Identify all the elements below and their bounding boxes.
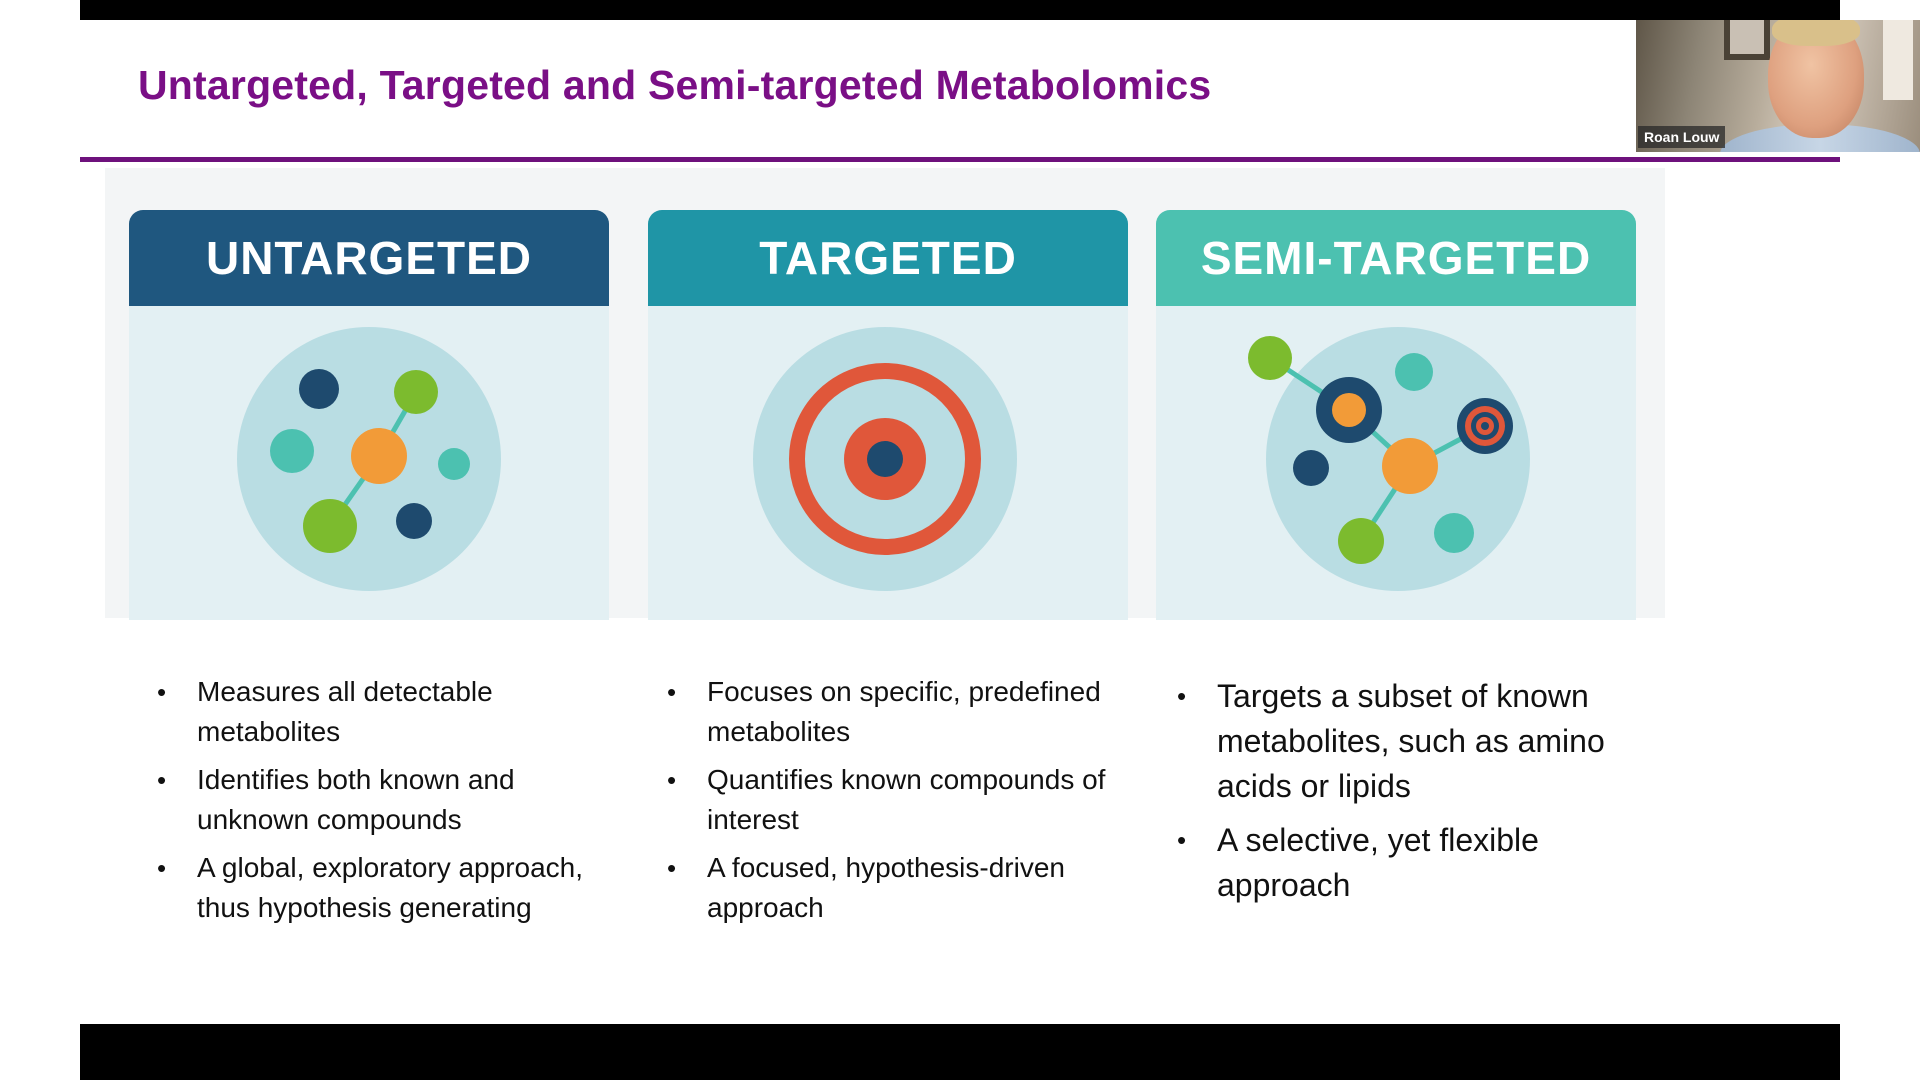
list-item: Measures all detectable metabolites bbox=[155, 672, 595, 752]
participant-name-label: Roan Louw bbox=[1638, 126, 1726, 148]
semi-targeted-bullet-list: Targets a subset of known metabolites, s… bbox=[1175, 674, 1635, 917]
targeted-card: TARGETED bbox=[648, 210, 1128, 620]
semi-targeted-card: SEMI-TARGETED bbox=[1156, 210, 1636, 620]
list-item: Identifies both known and unknown compou… bbox=[155, 760, 595, 840]
untargeted-card: UNTARGETED bbox=[129, 210, 609, 620]
bullseye-target-icon bbox=[753, 327, 1017, 591]
participant-hair bbox=[1772, 20, 1860, 46]
targeted-card-header: TARGETED bbox=[648, 210, 1128, 306]
semi-targeted-card-header: SEMI-TARGETED bbox=[1156, 210, 1636, 306]
targeted-card-illustration bbox=[648, 306, 1128, 620]
background-picture-frame bbox=[1883, 20, 1913, 100]
background-picture-frame bbox=[1724, 20, 1770, 60]
video-bottom-letterbox bbox=[80, 1024, 1840, 1080]
list-item: A focused, hypothesis-driven approach bbox=[665, 848, 1125, 928]
list-item: A global, exploratory approach, thus hyp… bbox=[155, 848, 595, 928]
list-item: A selective, yet flexible approach bbox=[1175, 818, 1635, 908]
untargeted-card-header: UNTARGETED bbox=[129, 210, 609, 306]
list-item: Focuses on specific, predefined metaboli… bbox=[665, 672, 1125, 752]
list-item: Quantifies known compounds of interest bbox=[665, 760, 1125, 840]
partial-target-network-icon bbox=[1248, 327, 1530, 591]
untargeted-card-illustration bbox=[129, 306, 609, 620]
targeted-bullet-list: Focuses on specific, predefined metaboli… bbox=[665, 672, 1125, 936]
video-top-letterbox bbox=[80, 0, 1840, 20]
participant-video-thumbnail[interactable]: Roan Louw bbox=[1636, 20, 1920, 152]
slide-title: Untargeted, Targeted and Semi-targeted M… bbox=[138, 62, 1212, 108]
list-item: Targets a subset of known metabolites, s… bbox=[1175, 674, 1635, 809]
molecule-network-icon bbox=[237, 327, 501, 591]
semi-targeted-card-illustration bbox=[1156, 306, 1636, 620]
title-divider bbox=[80, 157, 1840, 162]
untargeted-bullet-list: Measures all detectable metabolites Iden… bbox=[155, 672, 595, 936]
